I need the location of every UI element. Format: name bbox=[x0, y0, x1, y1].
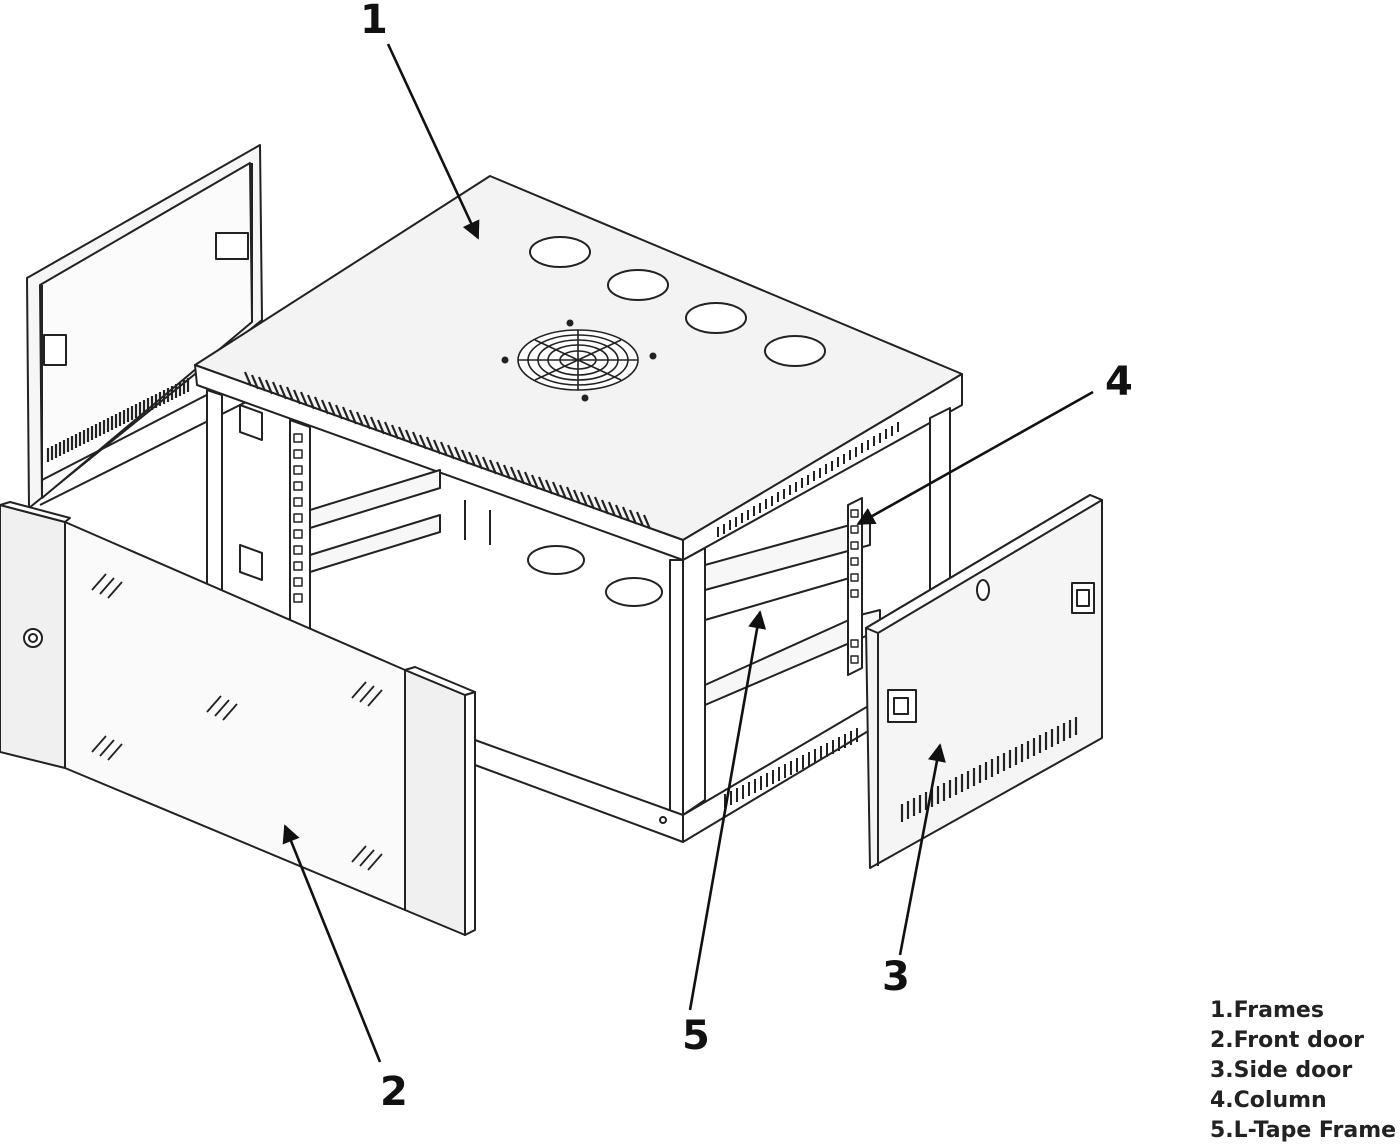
front-column-holes bbox=[293, 433, 303, 603]
callout-number-1: 1 bbox=[360, 0, 388, 43]
side-door bbox=[865, 494, 1103, 869]
leader-arrow-1 bbox=[386, 43, 480, 240]
fan-grille bbox=[517, 329, 639, 391]
callout-number-4: 4 bbox=[1105, 359, 1133, 405]
callout-number-2: 2 bbox=[380, 1069, 408, 1115]
rear-door-vents bbox=[46, 378, 190, 462]
leader-arrow-2 bbox=[282, 824, 382, 1063]
callout-number-3: 3 bbox=[882, 954, 910, 1000]
right-flange-vents bbox=[717, 422, 899, 537]
callout-number-5: 5 bbox=[682, 1013, 710, 1059]
leader-arrow-3 bbox=[898, 743, 946, 956]
legend-item-l-tape-frame: 5.L-Tape Frame bbox=[1210, 1118, 1397, 1143]
side-door-vents bbox=[900, 717, 1078, 822]
legend-item-column: 4.Column bbox=[1210, 1088, 1327, 1113]
glass-reflection-marks bbox=[91, 573, 383, 871]
leader-arrow-4 bbox=[856, 390, 1094, 526]
legend-item-side-door: 3.Side door bbox=[1210, 1058, 1353, 1083]
base-vents bbox=[724, 728, 858, 808]
front-door bbox=[0, 501, 476, 936]
parts-legend: 1.Frames 2.Front door 3.Side door 4.Colu… bbox=[1210, 996, 1396, 1146]
top-cable-holes bbox=[529, 236, 826, 367]
front-flange-vents bbox=[243, 371, 652, 530]
rear-column-holes bbox=[850, 509, 859, 664]
legend-item-front-door: 2.Front door bbox=[1210, 1028, 1364, 1053]
leader-arrow-5 bbox=[688, 610, 767, 1011]
rear-door bbox=[26, 144, 263, 509]
legend-item-frames: 1.Frames bbox=[1210, 998, 1324, 1023]
